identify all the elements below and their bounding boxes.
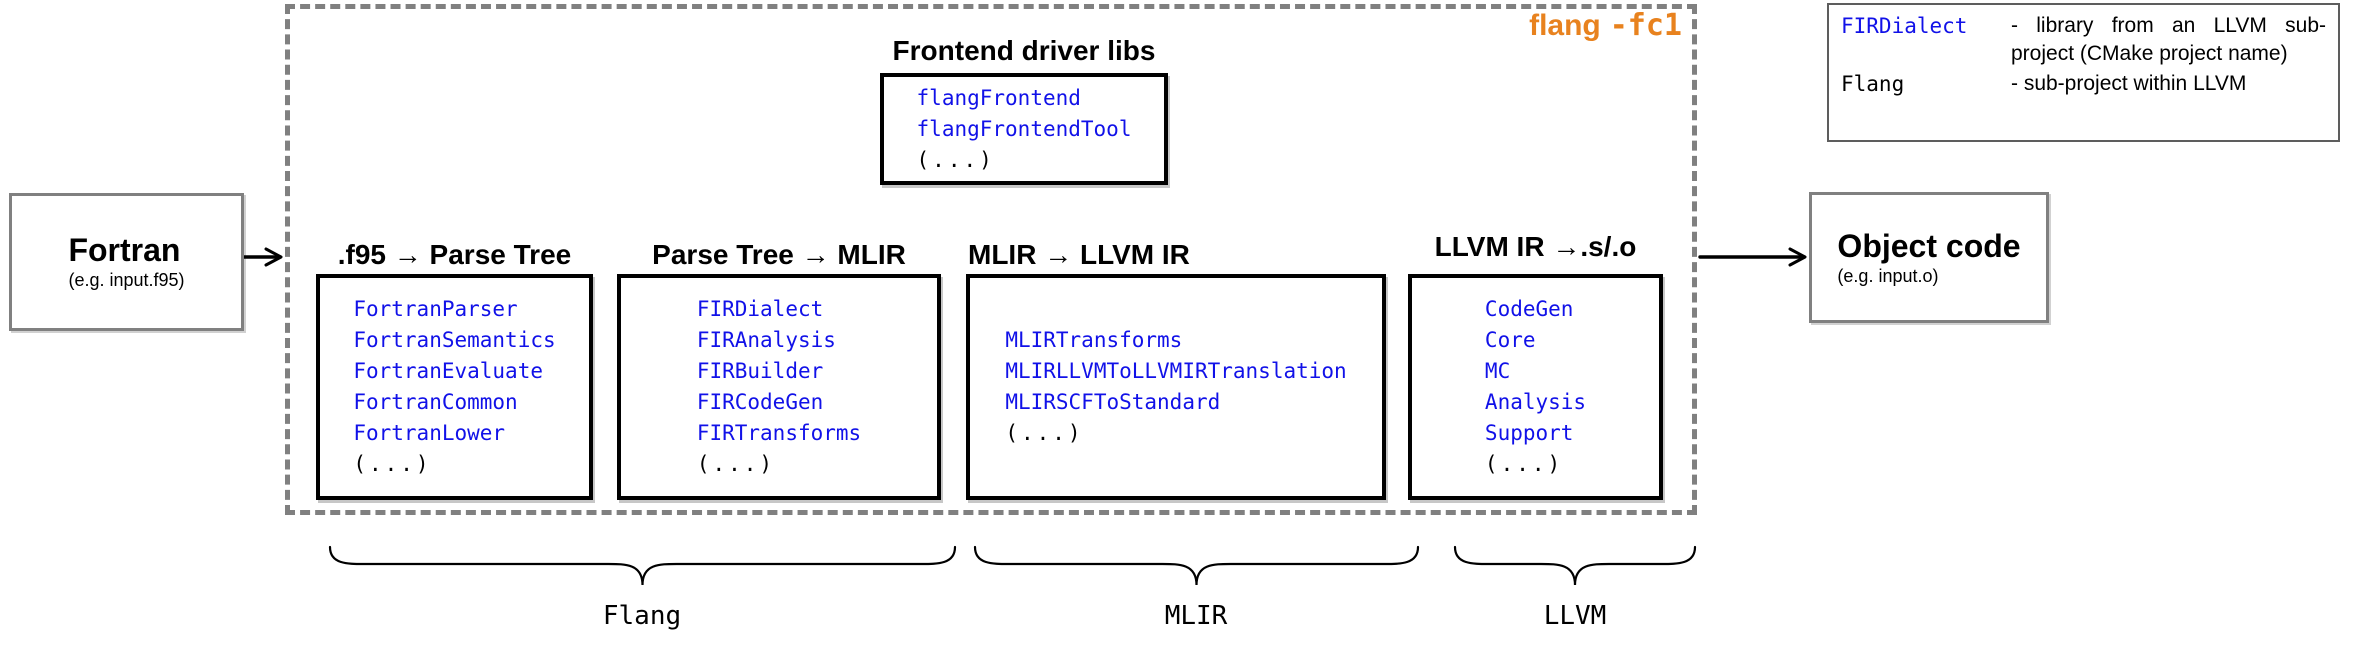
legend-term-firdialect: FIRDialect	[1841, 14, 1968, 38]
frontend-libs-box: flangFrontend flangFrontendTool (...)	[880, 73, 1168, 185]
group-label-mlir: MLIR	[1164, 601, 1228, 631]
fortran-input-box: Fortran (e.g. input.f95)	[9, 193, 244, 331]
stage-box-mlir: MLIRTransforms MLIRLLVMToLLVMIRTranslati…	[966, 274, 1386, 500]
library-name: MLIRSCFToStandard	[1005, 390, 1221, 414]
legend-definition: - sub-project within LLVM	[2011, 72, 2247, 95]
library-name: MLIRLLVMToLLVMIRTranslation	[1005, 359, 1347, 383]
stage-header-llvm-ir: MLIR → LLVM IR	[968, 239, 1190, 270]
library-name: CodeGen	[1484, 297, 1574, 321]
library-name: FIRCodeGen	[696, 390, 824, 414]
stage-libs-list: FIRDialect FIRAnalysis FIRBuilder FIRCod…	[697, 294, 861, 480]
library-name: FortranEvaluate	[353, 359, 543, 383]
ellipsis: (...)	[916, 147, 995, 172]
fortran-title: Fortran	[68, 232, 181, 268]
mlir-brace	[973, 545, 1420, 586]
object-code-title: Object code	[1837, 227, 2021, 264]
stage-header-mlir: Parse Tree → MLIR	[652, 239, 906, 270]
stage-libs-list: FortranParser FortranSemantics FortranEv…	[353, 294, 555, 480]
object-code-text: Object code (e.g. input.o)	[1837, 228, 2020, 288]
ellipsis: (...)	[696, 452, 776, 476]
ellipsis: (...)	[1484, 452, 1564, 476]
library-name: Analysis	[1484, 390, 1587, 414]
group-label-llvm: LLVM	[1543, 601, 1607, 631]
library-name: MC	[1484, 359, 1511, 383]
output-arrow	[1698, 247, 1807, 267]
library-name: FIRTransforms	[696, 421, 862, 445]
library-name: flangFrontend	[916, 85, 1081, 110]
object-code-box: Object code (e.g. input.o)	[1809, 192, 2049, 323]
frontend-libs-title: Frontend driver libs	[892, 35, 1156, 66]
flang-command: flang	[1529, 9, 1601, 42]
flang-flag: -fc1	[1609, 8, 1682, 43]
legend-term-flang: Flang	[1841, 72, 1905, 96]
flang-driver-boundary	[285, 4, 1697, 515]
library-name: Core	[1484, 328, 1536, 352]
flang-brace	[328, 545, 957, 586]
library-name: FIRDialect	[696, 297, 824, 321]
fortran-input-text: Fortran (e.g. input.f95)	[68, 232, 184, 292]
library-name: FIRBuilder	[696, 359, 824, 383]
frontend-libs-list: flangFrontend flangFrontendTool (...)	[917, 83, 1132, 176]
library-name: MLIRTransforms	[1005, 328, 1183, 352]
stage-box-fir: FIRDialect FIRAnalysis FIRBuilder FIRCod…	[617, 274, 941, 500]
ellipsis: (...)	[353, 452, 432, 476]
ellipsis: (...)	[1005, 421, 1084, 445]
input-arrow	[238, 247, 283, 267]
library-name: FIRAnalysis	[696, 328, 836, 352]
object-code-subtitle: (e.g. input.o)	[1837, 265, 1939, 286]
group-label-flang: Flang	[602, 601, 682, 631]
stage-header-parse-tree: .f95 → Parse Tree	[337, 239, 572, 270]
legend-box: FIRDialect - library from an LLVM sub-pr…	[1827, 3, 2340, 142]
legend-grid: FIRDialect - library from an LLVM sub-pr…	[1841, 12, 2326, 98]
legend-definition: - library from an LLVM sub-project (CMak…	[2011, 14, 2326, 65]
llvm-brace	[1453, 545, 1697, 586]
library-name: FortranSemantics	[353, 328, 556, 352]
stage-header-codegen: LLVM IR →.s/.o	[1434, 231, 1637, 262]
stage-libs-list: MLIRTransforms MLIRLLVMToLLVMIRTranslati…	[1005, 325, 1346, 449]
library-name: FortranLower	[353, 421, 506, 445]
library-name: Support	[1484, 421, 1574, 445]
library-name: flangFrontendTool	[916, 116, 1132, 141]
stage-box-llvm: CodeGen Core MC Analysis Support (...)	[1408, 274, 1663, 500]
group-braces	[328, 545, 1697, 586]
fortran-subtitle: (e.g. input.f95)	[68, 270, 185, 290]
stage-box-parse-tree: FortranParser FortranSemantics FortranEv…	[316, 274, 593, 500]
flang-driver-label: flang-fc1	[1380, 8, 1682, 44]
stage-libs-list: CodeGen Core MC Analysis Support (...)	[1485, 294, 1586, 480]
library-name: FortranParser	[353, 297, 518, 321]
library-name: FortranCommon	[353, 390, 518, 414]
